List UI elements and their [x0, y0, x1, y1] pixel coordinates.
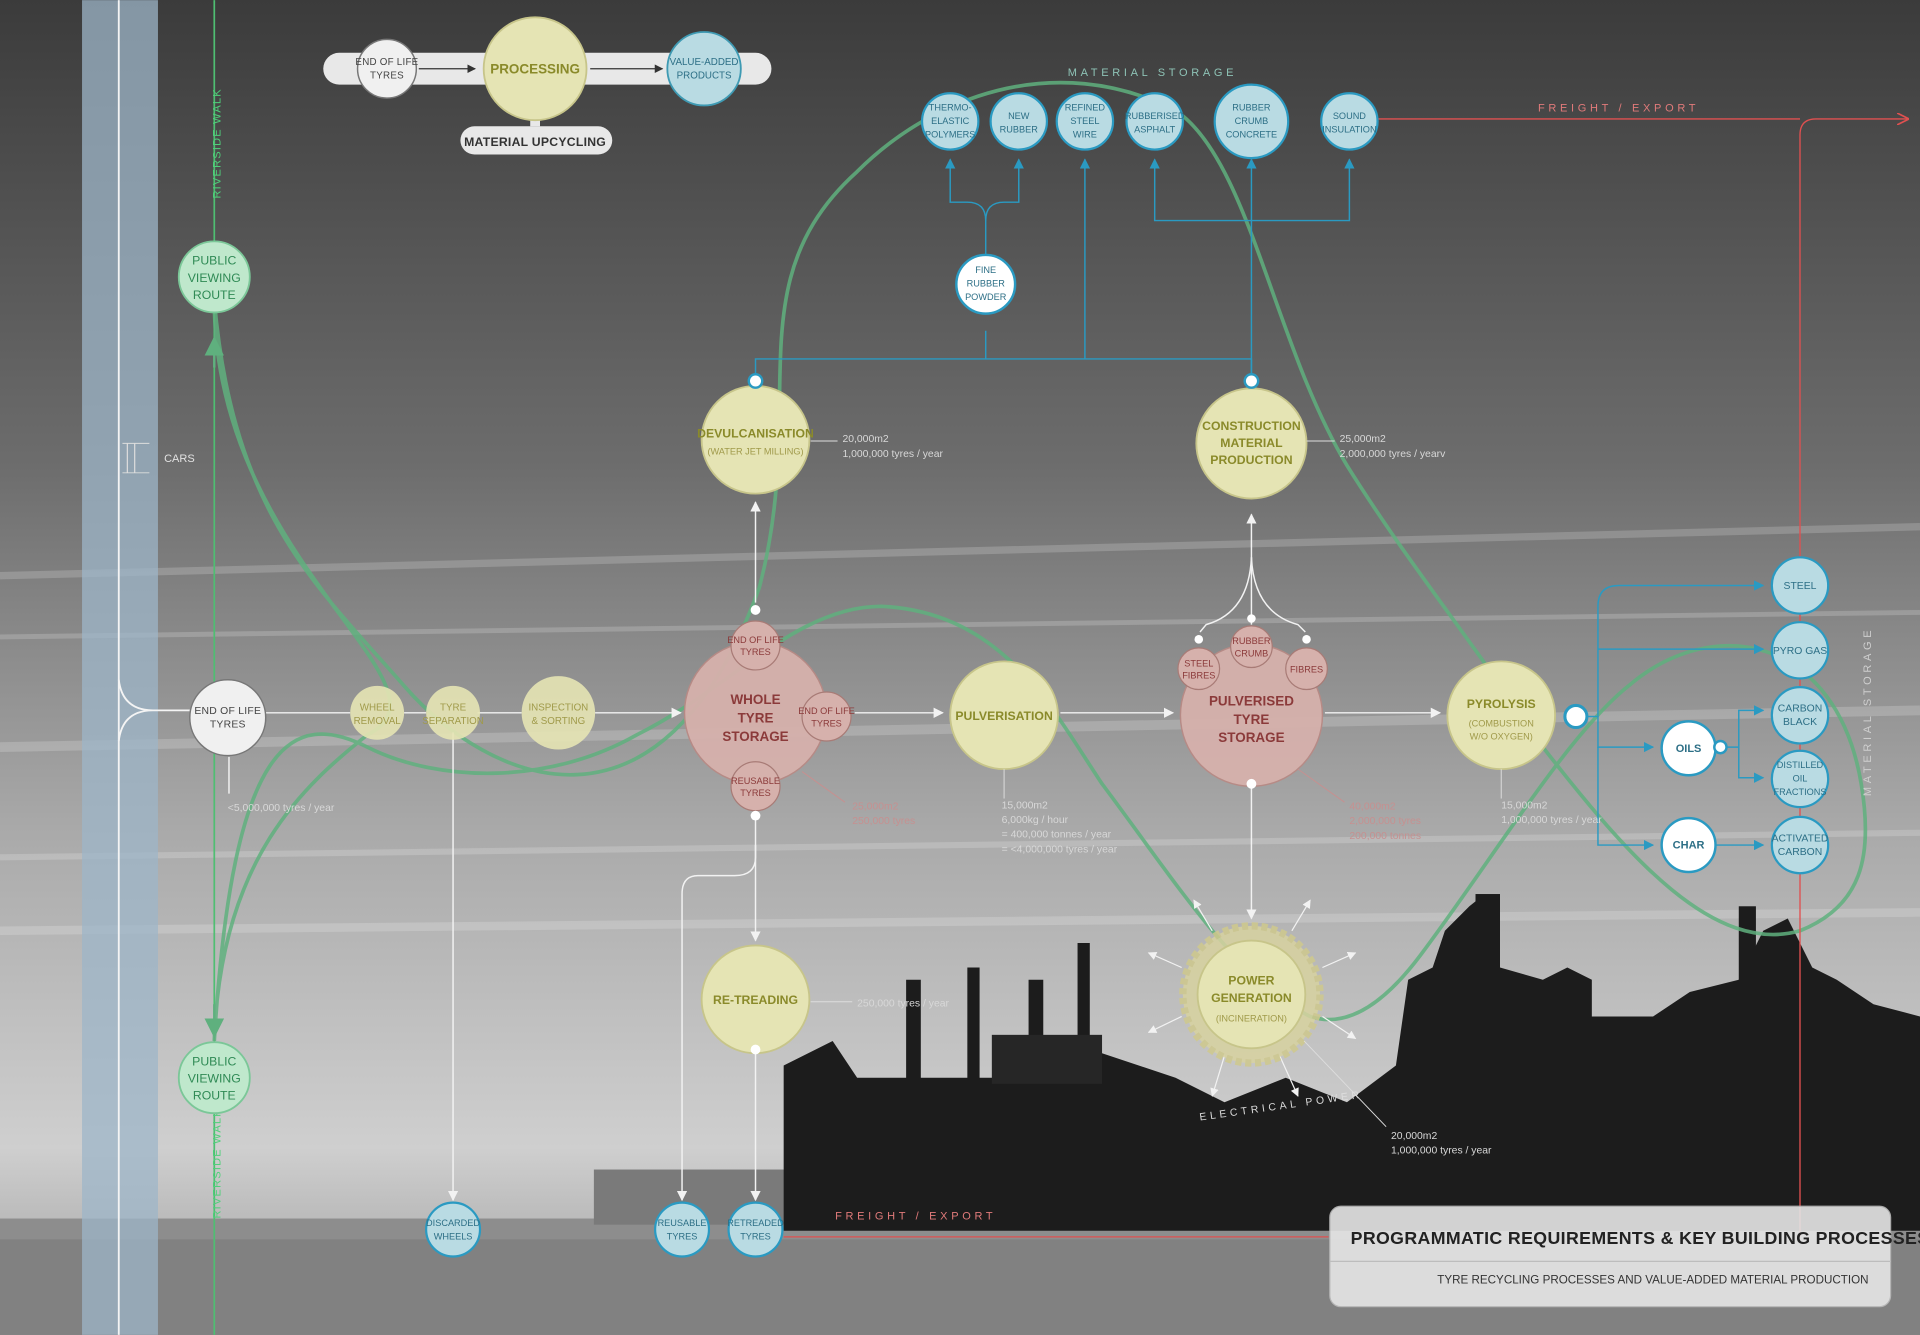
char-node [1660, 816, 1717, 874]
fine-rubber-powder-node [955, 253, 1017, 315]
legend-output-node [666, 31, 742, 107]
product-steel: STEEL [1784, 581, 1817, 592]
eol-top-node [730, 620, 781, 671]
wheel-removal-node [350, 685, 405, 740]
title-box: PROGRAMMATIC REQUIREMENTS & KEY BUILDING… [1329, 1205, 1920, 1308]
oils-label: OILS [1676, 743, 1702, 755]
public-viewing-route-bottom [177, 1041, 251, 1115]
power-sub: (INCINERATION) [1216, 1013, 1287, 1023]
freight-export-top: FREIGHT / EXPORT [1538, 103, 1699, 115]
pyrolysis-label: PYROLYSIS [1467, 697, 1536, 711]
legend-process-label: PROCESSING [490, 62, 580, 77]
svg-text:INSPECTION& SORTING: INSPECTION& SORTING [528, 702, 588, 726]
rubber-crumb-node [1230, 625, 1273, 669]
riverside-walk-top: RIVERSIDE WALK [211, 88, 223, 198]
title-box-subtitle: TYRE RECYCLING PROCESSES AND VALUE-ADDED… [1437, 1273, 1868, 1286]
cars-label: CARS [164, 453, 195, 465]
pyrolysis-node [1446, 660, 1557, 771]
stat-end-of-life: <5,000,000 tyres / year [228, 803, 335, 814]
retreading-label: RE-TREADING [713, 993, 798, 1007]
steel-fibres-node [1177, 647, 1221, 691]
pulverisation-label: PULVERISATION [955, 709, 1053, 723]
riverside-walk-bottom: RIVERSIDE WALK [211, 1108, 223, 1218]
title-box-title: PROGRAMMATIC REQUIREMENTS & KEY BUILDING… [1351, 1228, 1920, 1248]
legend-caption: MATERIAL UPCYCLING [464, 135, 606, 149]
reusable-small-node [730, 761, 781, 812]
product-pyro-gas: PYRO GAS [1773, 646, 1827, 657]
power-radiating-arrows [1147, 899, 1357, 1097]
power-generation-node [1179, 922, 1324, 1067]
public-viewing-route-top [177, 240, 251, 314]
main-flow-arrows [228, 501, 1442, 1202]
char-label: CHAR [1673, 840, 1705, 852]
stat-retreading: 250,000 tyres / year [857, 999, 949, 1010]
end-of-life-node [189, 679, 267, 757]
freight-lines [783, 119, 1908, 1238]
inspection-node [521, 676, 596, 750]
tyre-separation-node [426, 685, 480, 740]
road-branch [117, 679, 190, 742]
devulcanisation-sub: (WATER JET MILLING) [707, 446, 803, 456]
eol-right-node [801, 691, 852, 742]
fibres-label: FIBRES [1290, 664, 1323, 674]
material-storage-right: MATERIAL STORAGE [1862, 627, 1874, 796]
freight-export-bottom: FREIGHT / EXPORT [835, 1211, 996, 1223]
legend-input-node [356, 38, 418, 99]
fibres-node [1285, 647, 1328, 691]
cloud-streaks [0, 523, 1920, 936]
blue-flow-lines [754, 158, 1765, 851]
legend-process-node [482, 16, 588, 122]
legend-caption-pill [460, 126, 613, 155]
devulcanisation-label: DEVULCANISATION [697, 426, 814, 440]
material-storage-top: MATERIAL STORAGE [1068, 67, 1237, 79]
road-band [82, 0, 158, 1335]
